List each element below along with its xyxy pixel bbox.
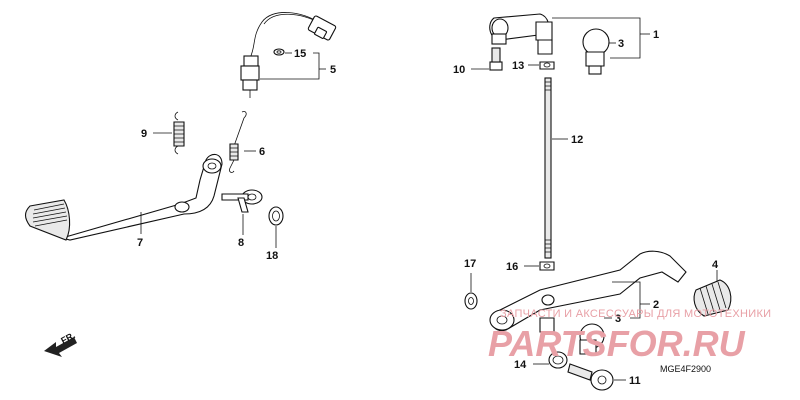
washer-17 [464, 292, 478, 310]
callout-9: 9 [141, 128, 147, 140]
callout-18: 18 [266, 250, 278, 262]
return-spring-9 [173, 111, 185, 155]
callout-13: 13 [512, 60, 524, 72]
front-direction-arrow: FR. [44, 330, 77, 357]
ball-joint-3-bottom [579, 323, 605, 355]
callout-10: 10 [453, 64, 465, 76]
callout-2: 2 [653, 299, 659, 311]
bolt-10 [489, 47, 503, 71]
pedal-rubber-4 [693, 279, 732, 317]
circlip-18 [268, 206, 284, 226]
bolt-11 [567, 363, 614, 391]
neutral-switch-assembly [240, 12, 337, 98]
washer-15 [273, 48, 285, 56]
callout-17: 17 [464, 258, 476, 270]
callout-3b: 3 [615, 313, 621, 325]
callout-11: 11 [629, 375, 641, 387]
callout-5: 5 [330, 64, 336, 76]
watermark-logo: PARTSFOR.RU [488, 323, 746, 364]
watermark-tagline: ЗАПЧАСТИ И АКСЕССУАРЫ ДЛЯ МОТОТЕХНИКИ [500, 308, 771, 320]
shift-rod-12 [544, 77, 552, 259]
washer-14 [548, 351, 568, 369]
callout-3a: 3 [618, 38, 624, 50]
callout-6: 6 [259, 146, 265, 158]
callout-12: 12 [571, 134, 583, 146]
callout-1: 1 [653, 29, 659, 41]
callout-16: 16 [506, 261, 518, 273]
callout-15: 15 [294, 48, 306, 60]
nut-13 [539, 61, 555, 70]
shift-pedal-7 [24, 153, 223, 241]
ball-joint-3-top [582, 28, 610, 75]
callout-14: 14 [514, 359, 527, 371]
diagram-code: MGE4F2900 [660, 364, 711, 374]
pivot-bolt-8 [221, 189, 263, 213]
callout-7: 7 [137, 237, 143, 249]
callout-8: 8 [238, 237, 244, 249]
shift-arm-1 [489, 13, 553, 55]
shift-lever-arm-2 [489, 250, 687, 333]
spring-6 [229, 111, 247, 173]
nut-16 [539, 261, 555, 271]
callout-4: 4 [712, 259, 719, 271]
